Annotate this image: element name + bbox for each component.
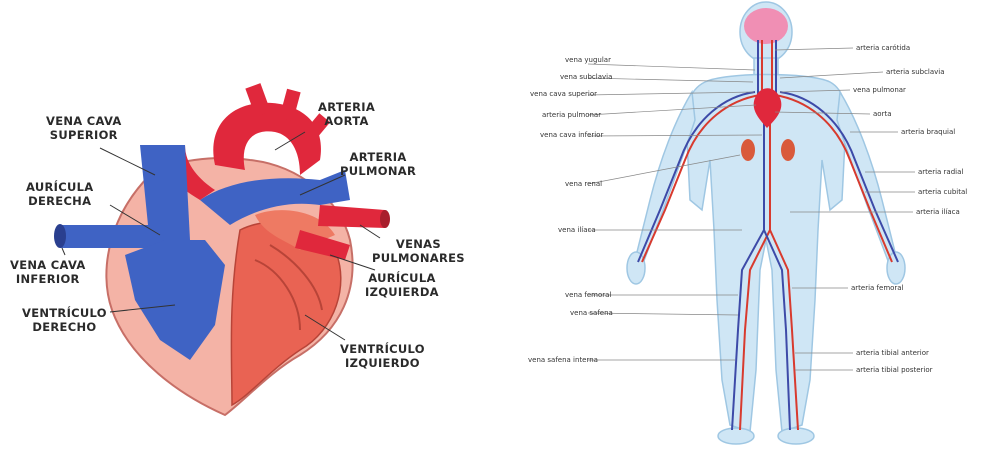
label-arteria-pulmonar: arteria pulmonar [542, 111, 601, 120]
label-arteria-cubital: arteria cubital [918, 188, 967, 197]
pulmonary-vein-upper [318, 205, 385, 228]
label-arteria-iliaca: arteria ilíaca [916, 208, 960, 217]
label-arteria-subclavia: arteria subclavia [886, 68, 945, 77]
body-silhouette [627, 2, 905, 444]
label-vena-yugular: vena yugular [565, 56, 611, 65]
ivc-opening [54, 224, 66, 248]
kidney-right [781, 139, 795, 161]
label-vena-subclavia: vena subclavia [560, 73, 612, 82]
label-arteria-tibial-anterior: arteria tibial anterior [856, 349, 929, 358]
label-vena-cava-inferior: vena cava inferior [540, 131, 603, 140]
label-vena-renal: vena renal [565, 180, 602, 189]
label-vena-cava-superior: vena cava superior [530, 90, 597, 99]
label-vena-safena-interna: vena safena interna [528, 356, 598, 365]
label-vena-femoral: vena femoral [565, 291, 611, 300]
brain [744, 8, 788, 44]
label-vena-safena: vena safena [570, 309, 613, 318]
label-arteria-tibial-posterior: arteria tibial posterior [856, 366, 933, 375]
label-vena-pulmonar: vena pulmonar [853, 86, 906, 95]
label-vena-iliaca: vena ilíaca [558, 226, 596, 235]
label-aorta: aorta [873, 110, 891, 119]
kidney-left [741, 139, 755, 161]
circulatory-system-diagram: vena yugular vena subclavia vena cava su… [470, 0, 989, 451]
label-arteria-braquial: arteria braquial [901, 128, 955, 137]
label-arteria-radial: arteria radial [918, 168, 963, 177]
label-arteria-femoral: arteria femoral [851, 284, 904, 293]
label-arteria-carotida: arteria carótida [856, 44, 910, 53]
heart-illustration [0, 0, 470, 451]
